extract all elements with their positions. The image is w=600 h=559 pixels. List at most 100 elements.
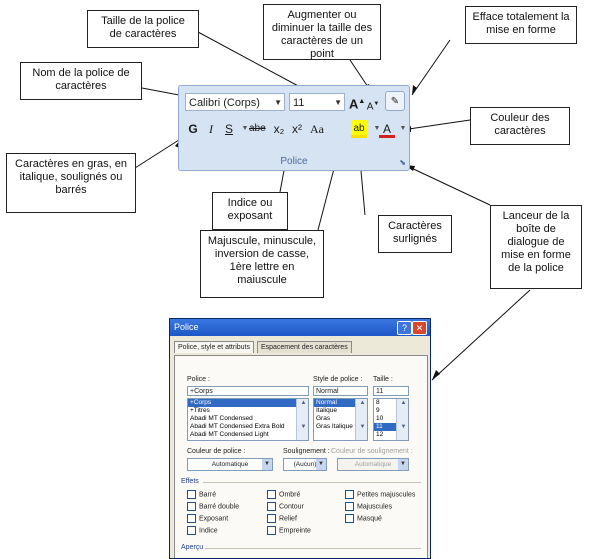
checkbox-box[interactable] bbox=[345, 490, 354, 499]
underline-color-value: Automatique bbox=[354, 461, 392, 468]
dialog-launcher-icon[interactable]: ⬊ bbox=[399, 158, 406, 167]
checkbox-outline[interactable]: Contour bbox=[267, 502, 304, 511]
list-item[interactable]: Gras bbox=[316, 415, 331, 422]
checkbox-box[interactable] bbox=[267, 490, 276, 499]
font-ribbon-group: Calibri (Corps) ▼ 11 ▼ A▲ A▼ ✎ G I S ▼ a… bbox=[178, 85, 410, 171]
chevron-down-icon[interactable]: ▼ bbox=[262, 459, 272, 470]
font-color-select[interactable]: Automatique ▼ bbox=[187, 458, 273, 471]
list-item[interactable]: 11 bbox=[374, 423, 408, 431]
scrollbar[interactable]: ▲▼ bbox=[355, 399, 367, 440]
dialog-titlebar: Police ? ✕ bbox=[170, 319, 430, 336]
chevron-down-icon[interactable]: ▼ bbox=[334, 98, 342, 107]
subscript-button[interactable]: x₂ bbox=[273, 122, 285, 136]
font-size-combo[interactable]: 11 ▼ bbox=[289, 93, 345, 111]
style-list[interactable]: Normal Italique Gras Gras Italique ▲▼ bbox=[313, 398, 368, 441]
list-item[interactable]: Gras Italique bbox=[316, 423, 353, 430]
checkbox-box[interactable] bbox=[345, 514, 354, 523]
checkbox-label: Relief bbox=[279, 515, 297, 523]
checkbox-subscript[interactable]: Indice bbox=[187, 526, 218, 535]
strikethrough-button[interactable]: abe bbox=[249, 123, 266, 134]
effects-divider bbox=[203, 482, 421, 483]
callout-font-size: Taille de la police de caractères bbox=[87, 10, 199, 48]
font-size-value: 11 bbox=[293, 97, 305, 109]
shrink-font-label: A bbox=[366, 101, 374, 113]
callout-bold-italic: Caractères en gras, en italique, soulign… bbox=[6, 153, 136, 213]
checkbox-double-strikethrough[interactable]: Barré double bbox=[187, 502, 239, 511]
checkbox-all-caps[interactable]: Majuscules bbox=[345, 502, 392, 511]
list-item[interactable]: 8 bbox=[376, 399, 380, 406]
checkbox-box[interactable] bbox=[187, 526, 196, 535]
font-dialog: Police ? ✕ Police, style et attributs Es… bbox=[169, 318, 431, 559]
grow-font-button[interactable]: A▲ bbox=[349, 96, 366, 112]
list-item[interactable]: Italique bbox=[316, 407, 337, 414]
font-name-combo[interactable]: Calibri (Corps) ▼ bbox=[185, 93, 285, 111]
font-color-button[interactable]: A bbox=[379, 120, 395, 138]
size-list[interactable]: 8 9 10 11 12 ▲▼ bbox=[373, 398, 409, 441]
tab-font-style[interactable]: Police, style et attributs bbox=[174, 341, 254, 353]
shrink-font-button[interactable]: A▼ bbox=[366, 101, 380, 113]
preview-divider bbox=[205, 548, 421, 549]
list-item[interactable]: 12 bbox=[376, 431, 384, 438]
underline-select[interactable]: (Aucun) ▼ bbox=[283, 458, 327, 471]
checkbox-box[interactable] bbox=[267, 502, 276, 511]
italic-button[interactable]: I bbox=[209, 122, 213, 136]
list-item[interactable]: Normal bbox=[314, 399, 367, 407]
style-label: Style de police : bbox=[313, 376, 363, 383]
list-item[interactable]: Abadi MT Condensed Extra Bold bbox=[190, 423, 285, 430]
close-button[interactable]: ✕ bbox=[412, 321, 427, 335]
checkbox-label: Indice bbox=[199, 527, 218, 535]
font-input[interactable]: +Corps bbox=[187, 386, 309, 396]
tab-character-spacing[interactable]: Espacement des caractères bbox=[256, 341, 352, 353]
callout-sub-superscript: Indice ou exposant bbox=[212, 192, 288, 230]
checkbox-label: Majuscules bbox=[357, 503, 393, 511]
font-color-label: Couleur de police : bbox=[187, 448, 246, 455]
checkbox-small-caps[interactable]: Petites majuscules bbox=[345, 490, 415, 499]
help-button[interactable]: ? bbox=[397, 321, 412, 335]
list-item[interactable]: Abadi MT Condensed bbox=[190, 415, 253, 422]
chevron-down-icon[interactable]: ▼ bbox=[316, 459, 326, 470]
scrollbar[interactable]: ▲▼ bbox=[396, 399, 408, 440]
checkbox-label: Contour bbox=[279, 503, 304, 511]
superscript-button[interactable]: x² bbox=[292, 122, 302, 136]
list-item[interactable]: 10 bbox=[376, 415, 384, 422]
dialog-title: Police bbox=[174, 322, 199, 332]
checkbox-box[interactable] bbox=[267, 514, 276, 523]
chevron-down-icon[interactable]: ▼ bbox=[274, 98, 282, 107]
underline-color-select[interactable]: Automatique ▼ bbox=[337, 458, 409, 471]
clear-formatting-button[interactable]: ✎ bbox=[385, 91, 405, 111]
callout-font-color: Couleur des caractères bbox=[470, 107, 570, 145]
chevron-down-icon[interactable]: ▼ bbox=[398, 459, 408, 470]
underline-button[interactable]: S bbox=[224, 122, 233, 136]
bold-button[interactable]: G bbox=[188, 122, 198, 136]
callout-highlight: Caractères surlignés bbox=[378, 215, 452, 253]
list-item[interactable]: +Corps bbox=[188, 399, 308, 407]
chevron-down-icon[interactable]: ▼ bbox=[241, 125, 249, 132]
highlight-button[interactable]: ab bbox=[351, 120, 367, 138]
style-input[interactable]: Normal bbox=[313, 386, 368, 396]
chevron-down-icon[interactable]: ▼ bbox=[373, 125, 381, 132]
checkbox-box[interactable] bbox=[187, 514, 196, 523]
change-case-button[interactable]: Aa bbox=[310, 122, 324, 136]
checkbox-label: Exposant bbox=[199, 515, 229, 523]
font-color-value: Automatique bbox=[211, 461, 249, 468]
chevron-down-icon[interactable]: ▼ bbox=[399, 125, 407, 132]
checkbox-engrave[interactable]: Empreinte bbox=[267, 526, 311, 535]
checkbox-shadow[interactable]: Ombré bbox=[267, 490, 300, 499]
checkbox-box[interactable] bbox=[345, 502, 354, 511]
callout-grow-shrink: Augmenter ou diminuer la taille des cara… bbox=[263, 4, 381, 60]
list-item[interactable]: 9 bbox=[376, 407, 380, 414]
font-list[interactable]: +Corps +Titres Abadi MT Condensed Abadi … bbox=[187, 398, 309, 441]
checkbox-box[interactable] bbox=[267, 526, 276, 535]
checkbox-emboss[interactable]: Relief bbox=[267, 514, 297, 523]
eraser-icon: ✎ bbox=[390, 96, 400, 107]
checkbox-hidden[interactable]: Masqué bbox=[345, 514, 382, 523]
checkbox-box[interactable] bbox=[187, 490, 196, 499]
list-item[interactable]: +Titres bbox=[190, 407, 210, 414]
checkbox-box[interactable] bbox=[187, 502, 196, 511]
scrollbar[interactable]: ▲▼ bbox=[296, 399, 308, 440]
checkbox-label: Barré bbox=[199, 491, 217, 499]
list-item[interactable]: Abadi MT Condensed Light bbox=[190, 431, 269, 438]
size-input[interactable]: 11 bbox=[373, 386, 409, 396]
checkbox-superscript[interactable]: Exposant bbox=[187, 514, 228, 523]
checkbox-strikethrough[interactable]: Barré bbox=[187, 490, 216, 499]
